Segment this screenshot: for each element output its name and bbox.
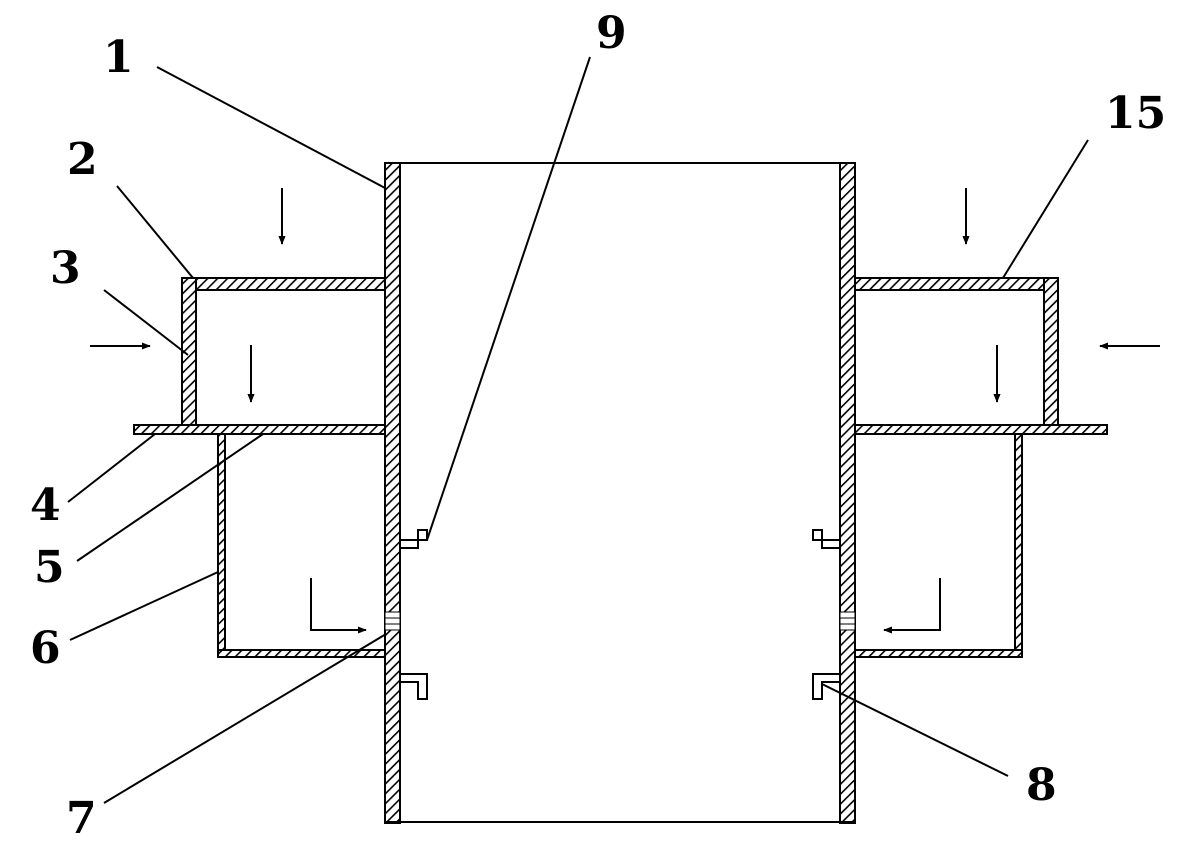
bracket-right-lower bbox=[812, 673, 840, 700]
right-upper-box bbox=[854, 277, 1059, 426]
label-6: 6 bbox=[30, 623, 61, 674]
left-wall-opening bbox=[384, 611, 401, 631]
label-2: 2 bbox=[67, 134, 98, 185]
bracket-left-lower bbox=[400, 673, 428, 700]
brackets bbox=[400, 529, 840, 700]
cylinder-left-wall bbox=[384, 162, 401, 824]
right-box-side-wall bbox=[1043, 277, 1059, 426]
label-3: 3 bbox=[50, 243, 81, 294]
label-8: 8 bbox=[1026, 760, 1057, 811]
leader-6 bbox=[69, 571, 219, 641]
leader-lines bbox=[67, 56, 1089, 804]
right-wall-opening bbox=[839, 611, 856, 631]
flow-arrows bbox=[90, 188, 1160, 634]
leader-8 bbox=[821, 683, 1009, 777]
label-15: 15 bbox=[1105, 88, 1166, 139]
main-cylinder bbox=[384, 162, 856, 824]
leader-1 bbox=[156, 66, 386, 189]
left-plate bbox=[133, 424, 386, 435]
left-chamber-bottom-wall bbox=[217, 649, 386, 658]
leader-7 bbox=[103, 633, 387, 804]
cylinder-right-wall bbox=[839, 162, 856, 824]
right-box-top-wall bbox=[854, 277, 1059, 291]
label-4: 4 bbox=[30, 480, 61, 531]
label-9: 9 bbox=[596, 8, 627, 59]
left-chamber-side-wall bbox=[217, 433, 226, 658]
label-5: 5 bbox=[34, 542, 65, 593]
leader-3 bbox=[103, 289, 189, 356]
label-1: 1 bbox=[103, 32, 134, 83]
right-lower-chamber bbox=[854, 433, 1023, 658]
right-chamber-bottom-wall bbox=[854, 649, 1023, 658]
left-box-top-wall bbox=[181, 277, 386, 291]
leader-9 bbox=[426, 56, 591, 541]
bracket-right-upper bbox=[812, 529, 840, 549]
right-plate bbox=[854, 424, 1108, 435]
part-labels: 1 9 15 2 3 4 5 6 7 8 bbox=[30, 8, 1166, 844]
left-lower-chamber bbox=[217, 433, 386, 658]
bracket-left-upper bbox=[400, 529, 428, 549]
arrow-left-chamber-flow bbox=[310, 578, 367, 634]
leader-5 bbox=[76, 433, 264, 562]
left-upper-box bbox=[181, 277, 386, 426]
leader-2 bbox=[116, 185, 194, 279]
arrow-right-chamber-flow bbox=[883, 578, 941, 634]
leader-15 bbox=[1002, 139, 1089, 279]
label-7: 7 bbox=[66, 793, 97, 844]
right-chamber-side-wall bbox=[1014, 433, 1023, 658]
leader-4 bbox=[67, 433, 156, 503]
